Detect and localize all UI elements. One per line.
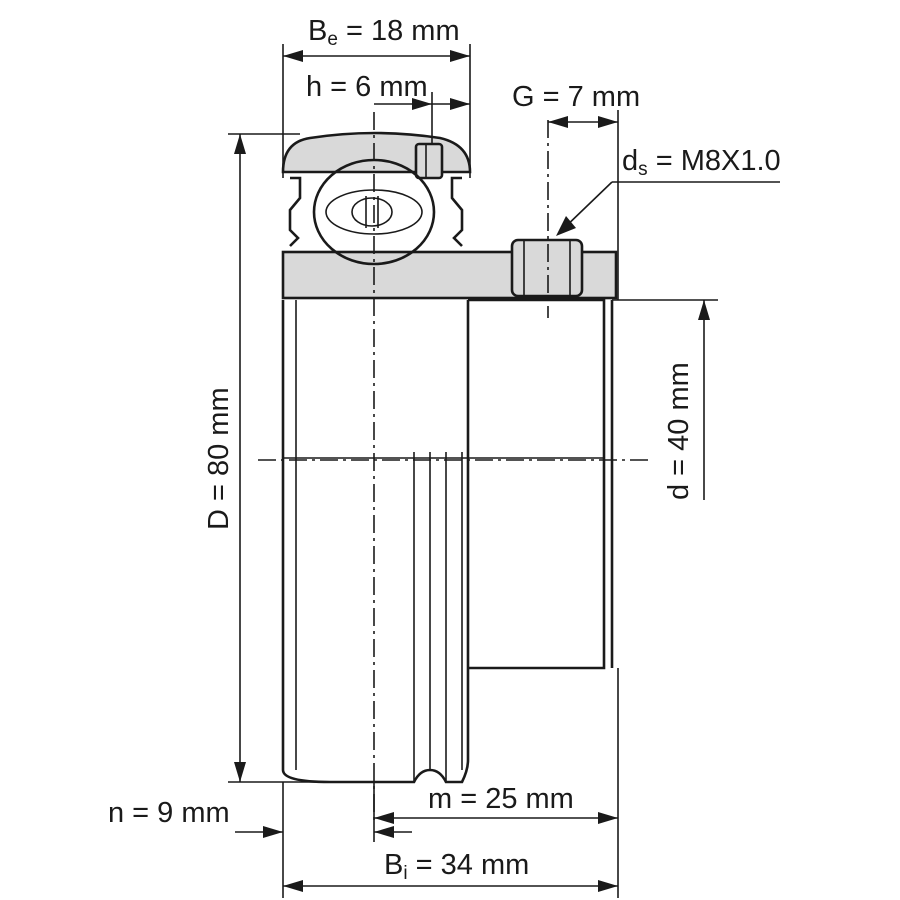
dim-bore-diameter-label: d = 40 mm (663, 362, 695, 500)
outer-ring-top (281, 131, 472, 266)
dim-outer-diameter-label: D = 80 mm (203, 387, 235, 530)
dim-ds-label: ds = M8X1.0 (622, 145, 781, 180)
dim-g-label: G = 7 mm (512, 81, 640, 113)
set-screw (510, 238, 584, 298)
bearing-body (281, 298, 614, 784)
dimension-lines (234, 50, 780, 892)
dim-bi-label: Bi = 34 mm (384, 849, 529, 884)
dim-be-label: Be = 18 mm (308, 15, 460, 50)
dim-m-label: m = 25 mm (428, 783, 574, 815)
dim-n-label: n = 9 mm (108, 797, 230, 829)
inner-ring-band (281, 238, 618, 300)
center-lines (258, 112, 648, 820)
dim-h-label: h = 6 mm (306, 71, 428, 103)
